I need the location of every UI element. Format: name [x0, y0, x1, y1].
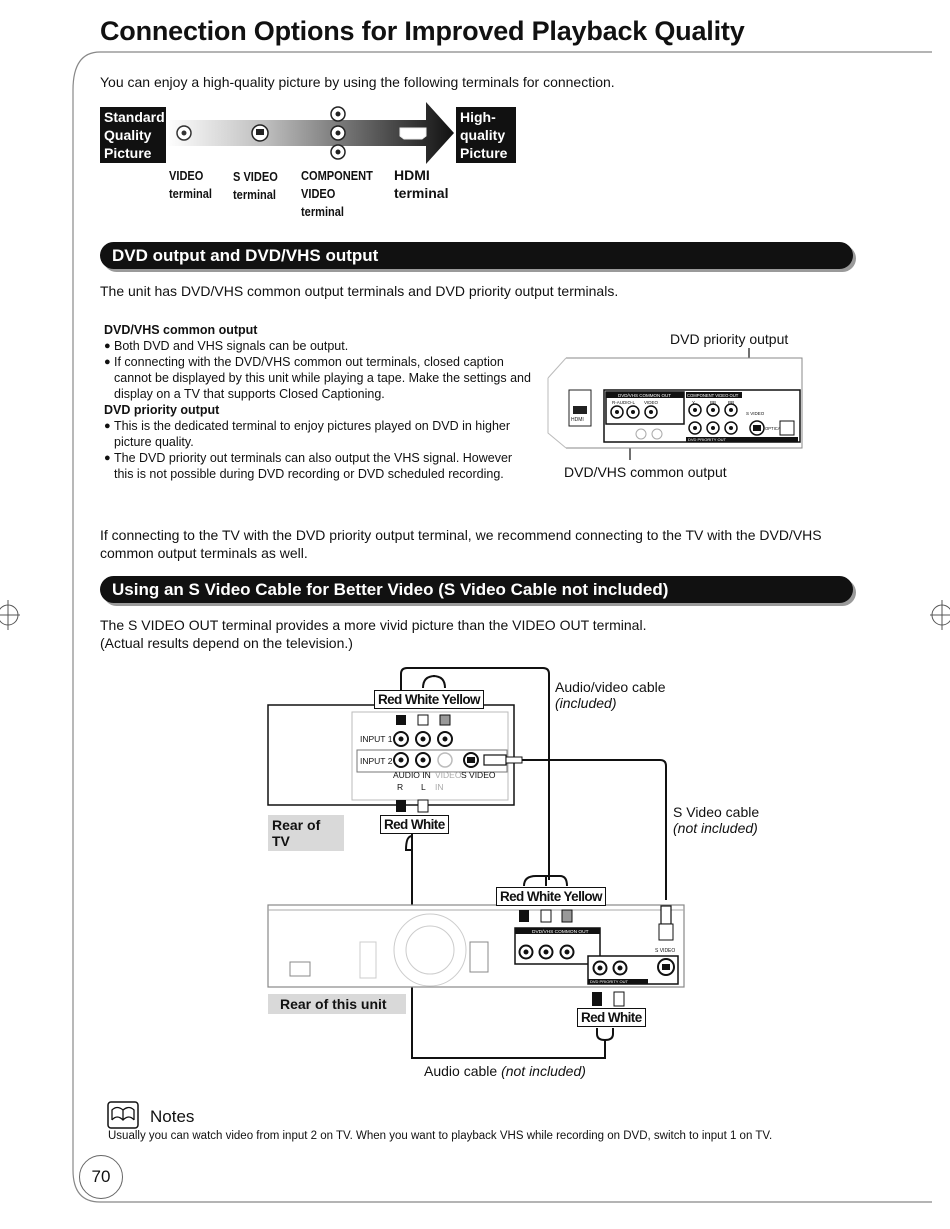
section2-lead: The S VIDEO OUT terminal provides a more…	[100, 617, 647, 651]
section1-details: DVD/VHS common output Both DVD and VHS s…	[104, 322, 534, 482]
rear-of-unit-label: Rear of this unit	[268, 994, 406, 1014]
section1-lead: The unit has DVD/VHS common output termi…	[100, 283, 619, 299]
common-bullet: Both DVD and VHS signals can be output.	[104, 338, 534, 354]
svg-text:COMPONENT VIDEO OUT: COMPONENT VIDEO OUT	[687, 393, 739, 398]
svg-text:R: R	[397, 782, 403, 792]
svg-text:AUDIO IN: AUDIO IN	[393, 770, 431, 780]
svg-text:DVD PRIORITY OUT: DVD PRIORITY OUT	[590, 979, 628, 984]
page-title: Connection Options for Improved Playback…	[100, 16, 745, 46]
svg-text:R-AUDIO-L: R-AUDIO-L	[612, 400, 635, 405]
rear-panel-diagram: HDMI DVD/VHS COMMON OUT R-AUDIO-L VIDEO …	[547, 348, 803, 460]
priority-bullet: The DVD priority out terminals can also …	[104, 450, 534, 482]
svg-text:VIDEO: VIDEO	[644, 400, 659, 405]
svg-text:PB: PB	[710, 400, 716, 405]
dvd-priority-output-label: DVD priority output	[670, 331, 789, 347]
intro-text: You can enjoy a high-quality picture by …	[100, 74, 615, 90]
notes-book-icon	[107, 1101, 139, 1129]
section-heading-svideo: Using an S Video Cable for Better Video …	[100, 576, 853, 603]
av-cable-label: Audio/video cable (included)	[555, 679, 666, 711]
svg-text:S VIDEO: S VIDEO	[655, 948, 675, 954]
connection-diagram: INPUT 1 INPUT 2 AUDIO IN VIDEO S VIDEO R…	[267, 667, 685, 1059]
tv-audio-connector-label: Red White	[380, 815, 449, 834]
tv-av-connector-label: Red White Yellow	[374, 690, 484, 709]
section1-recommend: If connecting to the TV with the DVD pri…	[100, 527, 822, 561]
svg-text:INPUT 2: INPUT 2	[360, 756, 393, 766]
standard-quality-label: Standard Quality Picture	[100, 107, 166, 163]
video-jack-icon	[176, 125, 192, 141]
quality-arrow	[166, 102, 454, 164]
hdmi-port-icon	[399, 127, 427, 140]
dvd-vhs-common-output-label: DVD/VHS common output	[564, 464, 727, 480]
page-number: 70	[79, 1155, 123, 1199]
svg-text:VIDEO: VIDEO	[435, 770, 462, 780]
common-output-heading: DVD/VHS common output	[104, 323, 258, 337]
unit-av-connector-label: Red White Yellow	[496, 887, 606, 906]
priority-bullet: This is the dedicated terminal to enjoy …	[104, 418, 534, 450]
svg-text:L: L	[421, 782, 426, 792]
svg-text:HDMI: HDMI	[571, 417, 584, 423]
svg-text:DVD/VHS COMMON OUT: DVD/VHS COMMON OUT	[532, 929, 589, 935]
unit-audio-connector-label: Red White	[577, 1008, 646, 1027]
notes-text: Usually you can watch video from input 2…	[108, 1130, 773, 1142]
component-jacks-icon	[330, 106, 346, 160]
high-quality-label: High- quality Picture	[456, 107, 516, 163]
common-bullet: If connecting with the DVD/VHS common ou…	[104, 354, 534, 402]
section-heading-dvd-output: DVD output and DVD/VHS output	[100, 242, 853, 269]
rear-of-tv-label: Rear of TV	[268, 815, 344, 851]
svideo-jack-icon	[251, 124, 269, 142]
svg-text:PR: PR	[728, 400, 735, 405]
svg-text:Y: Y	[692, 400, 695, 405]
svg-text:INPUT 1: INPUT 1	[360, 734, 393, 744]
svg-text:OPTICAL: OPTICAL	[765, 426, 784, 431]
svg-text:DVD/VHS COMMON OUT: DVD/VHS COMMON OUT	[618, 393, 671, 398]
svg-text:S VIDEO: S VIDEO	[746, 411, 765, 416]
svideo-cable-label: S Video cable (not included)	[673, 804, 760, 836]
audio-cable-label: Audio cable (not included)	[424, 1063, 586, 1079]
priority-output-heading: DVD priority output	[104, 403, 220, 417]
svg-text:DVD PRIORITY OUT: DVD PRIORITY OUT	[688, 437, 726, 442]
svg-text:S VIDEO: S VIDEO	[461, 770, 496, 780]
svg-text:IN: IN	[435, 782, 444, 792]
notes-heading: Notes	[150, 1107, 195, 1126]
